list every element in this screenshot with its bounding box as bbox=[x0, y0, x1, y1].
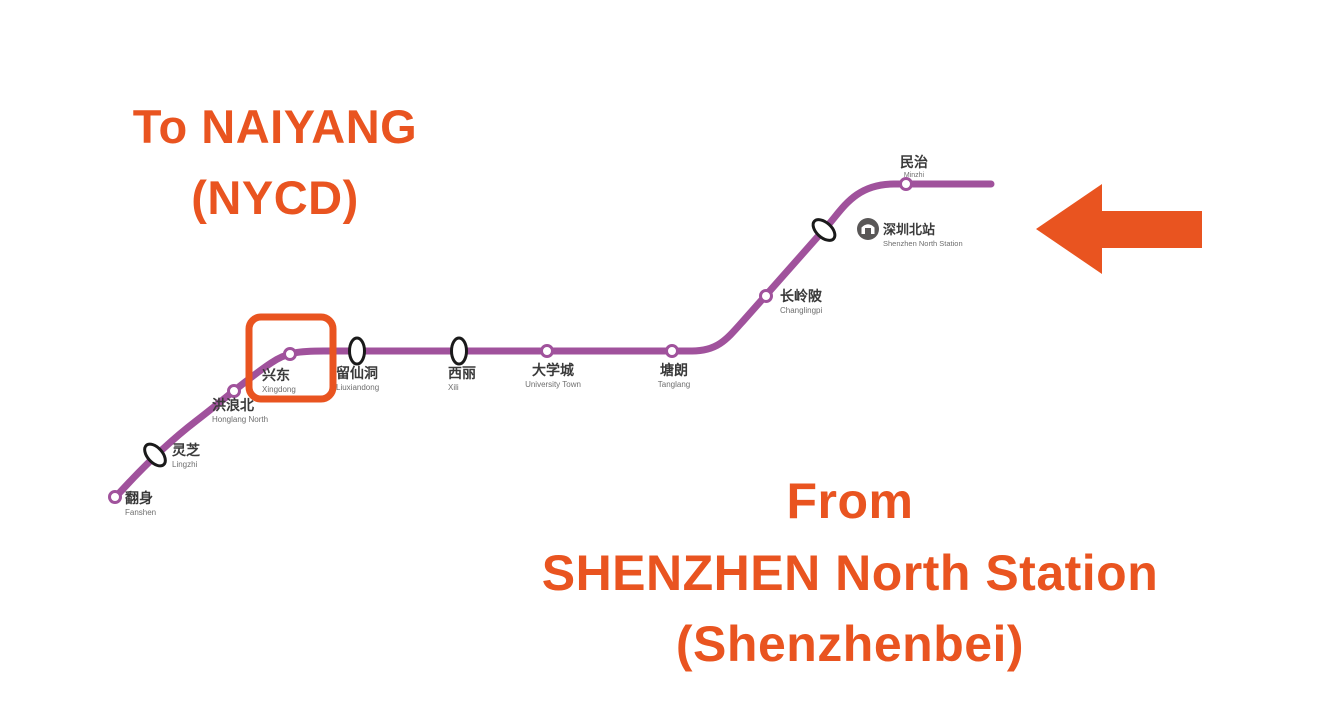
origin-line1: From bbox=[786, 473, 914, 529]
station-lingzhi: 灵芝 Lingzhi bbox=[143, 442, 200, 469]
station-name-zh: 大学城 bbox=[532, 362, 574, 379]
station-name-zh: 洪浪北 bbox=[212, 397, 254, 414]
station-marker bbox=[899, 177, 913, 191]
interchange-marker bbox=[143, 442, 167, 468]
station-marker bbox=[108, 490, 122, 504]
station-honglang-north: 洪浪北 Honglang North bbox=[212, 384, 268, 424]
origin-line3: (Shenzhenbei) bbox=[675, 616, 1025, 672]
station-name-zh: 西丽 bbox=[448, 366, 476, 382]
station-marker bbox=[540, 344, 554, 358]
station-name-en: Xingdong bbox=[262, 385, 296, 394]
interchange-marker bbox=[811, 218, 837, 242]
arrow-left-icon bbox=[1036, 184, 1202, 274]
station-name-zh: 留仙洞 bbox=[336, 365, 378, 382]
station-name-zh: 兴东 bbox=[262, 367, 290, 384]
station-marker bbox=[759, 289, 773, 303]
destination-annotation: To NAIYANG (NYCD) bbox=[30, 92, 520, 233]
station-name-en: Changlingpi bbox=[780, 306, 822, 315]
destination-line2: (NYCD) bbox=[191, 170, 359, 224]
station-name-zh: 翻身 bbox=[125, 490, 153, 507]
origin-annotation: From SHENZHEN North Station (Shenzhenbei… bbox=[390, 466, 1310, 681]
station-name-en: Tanglang bbox=[658, 380, 690, 389]
station-fanshen: 翻身 Fanshen bbox=[108, 490, 156, 517]
station-university-town: 大学城 University Town bbox=[525, 344, 581, 389]
station-name-zh: 民治 bbox=[900, 154, 928, 171]
station-name-zh: 灵芝 bbox=[172, 442, 200, 459]
railway-station-icon bbox=[857, 218, 879, 240]
station-name-zh: 深圳北站 bbox=[883, 222, 935, 238]
station-name-zh: 长岭陂 bbox=[780, 288, 823, 305]
station-name-en: Lingzhi bbox=[172, 460, 198, 469]
station-tanglang: 塘朗 Tanglang bbox=[658, 344, 690, 389]
station-name-en: Xili bbox=[448, 383, 459, 392]
station-name-en: Honglang North bbox=[212, 415, 268, 424]
xingdong-highlight-box bbox=[245, 313, 337, 403]
station-marker bbox=[665, 344, 679, 358]
station-name-en: Minzhi bbox=[904, 172, 925, 179]
origin-line2: SHENZHEN North Station bbox=[541, 544, 1159, 601]
station-name-en: Liuxiandong bbox=[336, 383, 379, 392]
station-xili: 西丽 Xili bbox=[448, 336, 476, 392]
interchange-marker bbox=[348, 336, 366, 366]
station-minzhi: 民治 Minzhi bbox=[899, 154, 928, 191]
station-shenzhen-north: 深圳北站 Shenzhen North Station bbox=[811, 218, 963, 248]
station-marker bbox=[227, 384, 241, 398]
station-name-en: Fanshen bbox=[125, 508, 156, 517]
station-name-en: Shenzhen North Station bbox=[883, 239, 963, 248]
interchange-marker bbox=[450, 336, 468, 366]
station-xingdong: 兴东 Xingdong bbox=[245, 313, 337, 403]
metro-line bbox=[109, 180, 995, 504]
station-name-en: University Town bbox=[525, 380, 581, 389]
station-name-zh: 塘朗 bbox=[660, 362, 688, 379]
station-liuxiandong: 留仙洞 Liuxiandong bbox=[336, 336, 379, 392]
station-changlingpi: 长岭陂 Changlingpi bbox=[759, 288, 823, 315]
destination-line1: To NAIYANG bbox=[132, 100, 418, 153]
station-marker bbox=[283, 347, 297, 361]
